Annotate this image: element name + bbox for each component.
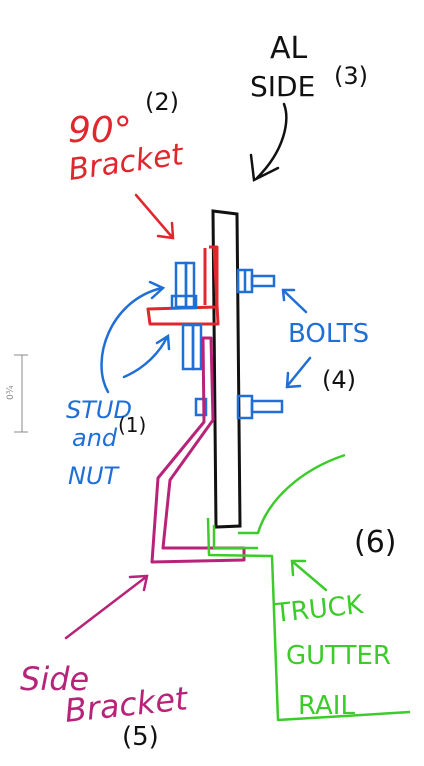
bracket-label-line1: 90° xyxy=(68,110,132,151)
al-side-label-line1: AL xyxy=(270,31,308,66)
stud-label-line1: STUD xyxy=(66,396,132,424)
al-side-arrow xyxy=(249,102,288,182)
side-bracket-number: (5) xyxy=(122,722,159,752)
side-bracket xyxy=(150,336,246,564)
bolts-arrows xyxy=(281,288,312,389)
truck-label-line3: RAIL xyxy=(298,691,355,721)
dimension-marker xyxy=(14,354,28,433)
stud-label-line2: and xyxy=(72,424,118,452)
truck-gutter-rail xyxy=(206,453,411,722)
side-bracket-label-line1: Side xyxy=(20,660,89,698)
stud-arrows xyxy=(100,280,171,394)
al-side-label-line2: SIDE xyxy=(250,70,315,103)
stud-number: (1) xyxy=(118,413,146,437)
truck-label-line1: TRUCK xyxy=(273,590,366,629)
side-bracket-arrow xyxy=(64,574,149,640)
al-side-number: (3) xyxy=(334,62,368,90)
ninety-degree-bracket xyxy=(146,245,220,326)
stud-label-line3: NUT xyxy=(68,462,121,490)
bolt-lower xyxy=(194,394,284,420)
bolts-number: (4) xyxy=(322,366,356,394)
bolt-upper xyxy=(236,268,276,294)
bolts-label: BOLTS xyxy=(288,319,369,349)
gutter-number: (6) xyxy=(354,525,397,560)
dimension-label: 0¾ xyxy=(6,385,16,400)
gutter-arrow xyxy=(290,559,328,592)
bracket-number: (2) xyxy=(145,88,179,116)
bracket-arrow xyxy=(134,193,175,240)
al-side-panel xyxy=(211,209,242,529)
truck-label-line2: GUTTER xyxy=(286,641,391,671)
stud-and-nut xyxy=(170,261,203,371)
